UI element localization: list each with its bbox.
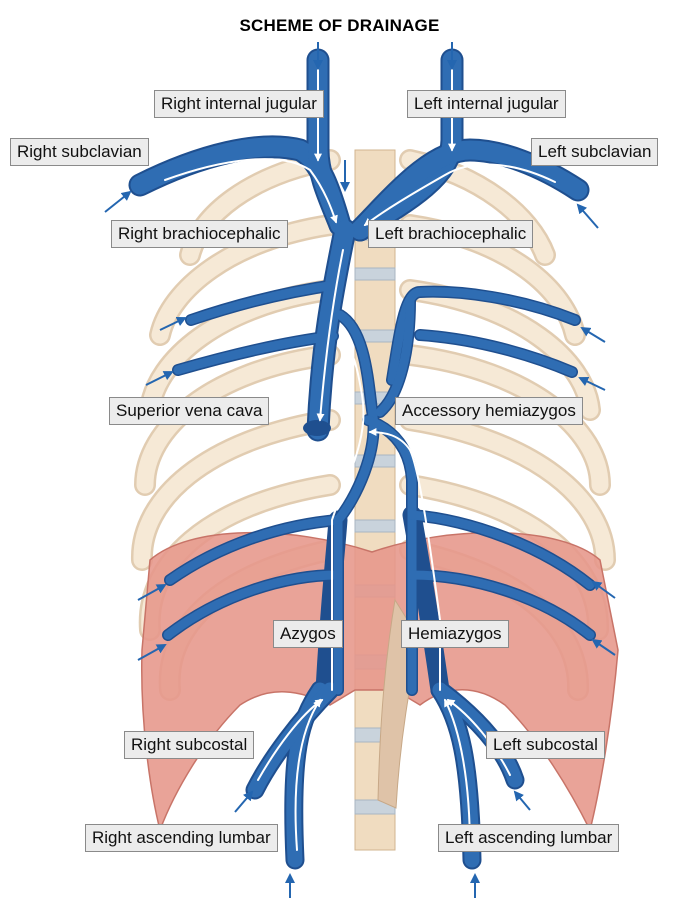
label-superior-vena-cava: Superior vena cava	[109, 397, 269, 425]
label-left-internal-jugular: Left internal jugular	[407, 90, 566, 118]
label-left-subclavian: Left subclavian	[531, 138, 658, 166]
label-left-subcostal: Left subcostal	[486, 731, 605, 759]
label-right-subclavian: Right subclavian	[10, 138, 149, 166]
label-hemiazygos: Hemiazygos	[401, 620, 509, 648]
label-azygos: Azygos	[273, 620, 343, 648]
diagram-title: SCHEME OF DRAINAGE	[0, 16, 679, 36]
label-right-ascending-lumbar: Right ascending lumbar	[85, 824, 278, 852]
diaphragm	[142, 533, 618, 830]
label-left-ascending-lumbar: Left ascending lumbar	[438, 824, 619, 852]
label-accessory-hemiazygos: Accessory hemiazygos	[395, 397, 583, 425]
label-left-brachiocephalic: Left brachiocephalic	[368, 220, 533, 248]
label-right-internal-jugular: Right internal jugular	[154, 90, 324, 118]
label-right-brachiocephalic: Right brachiocephalic	[111, 220, 288, 248]
label-right-subcostal: Right subcostal	[124, 731, 254, 759]
